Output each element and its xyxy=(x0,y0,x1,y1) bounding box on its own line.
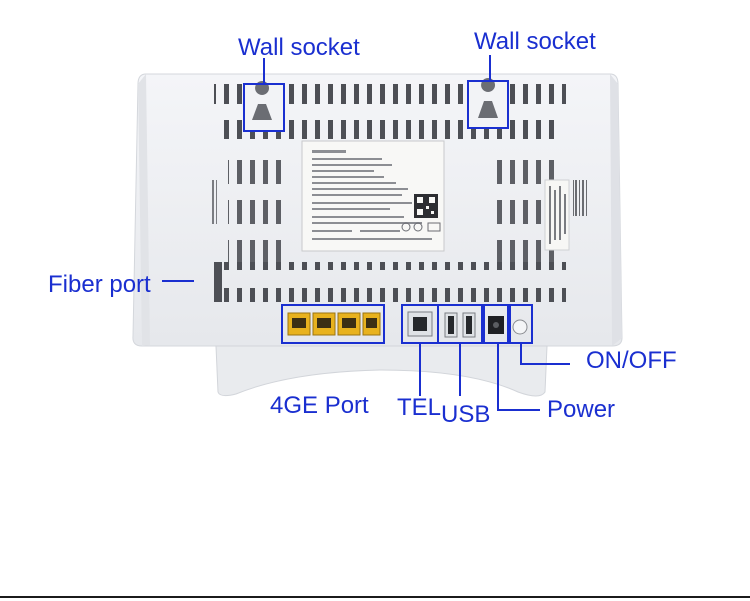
bottom-divider xyxy=(0,596,750,598)
wall-mount-hole-right xyxy=(478,78,498,118)
ethernet-port-icon xyxy=(407,311,433,337)
usb-port-icon xyxy=(444,312,476,338)
power-label: Power xyxy=(547,396,616,423)
usb-label: USB xyxy=(441,401,491,428)
power-jack-icon xyxy=(488,316,504,334)
wall-socket-left-label: Wall socket xyxy=(238,34,360,61)
power-button-icon xyxy=(512,319,528,335)
qr-code-icon xyxy=(414,194,438,218)
wall-socket-right-label: Wall socket xyxy=(474,28,596,55)
ge-port-label: 4GE Port xyxy=(270,392,369,419)
wall-mount-hole-left xyxy=(252,81,272,120)
on-off-label: ON/OFF xyxy=(586,347,677,374)
tel-label: TEL xyxy=(397,394,442,421)
lan-ports xyxy=(287,312,381,336)
router-stand xyxy=(215,345,548,397)
fiber-port-label: Fiber port xyxy=(48,271,151,298)
